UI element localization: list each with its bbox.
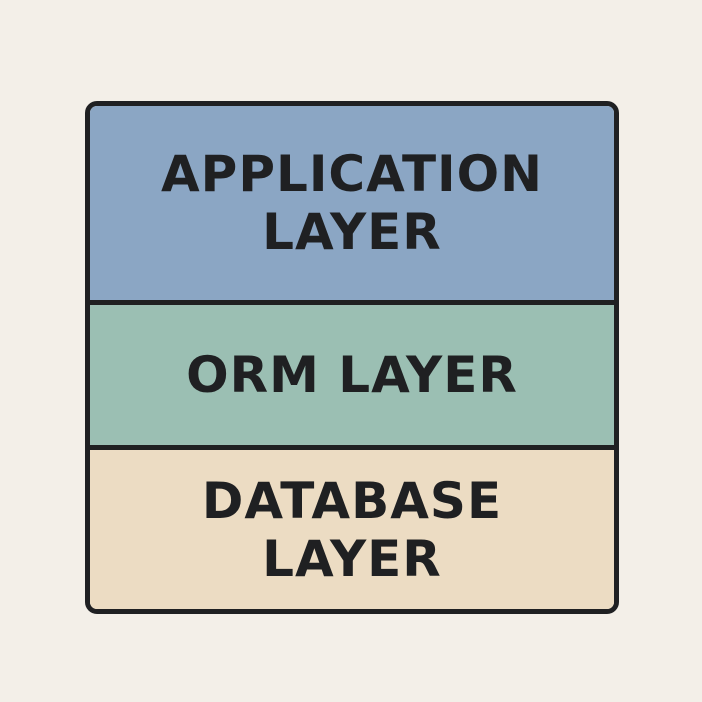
application-layer-label-line2: LAYER [262, 203, 442, 261]
orm-layer-label: ORM LAYER [186, 346, 518, 404]
application-layer-label-line1: APPLICATION [160, 145, 544, 203]
database-layer-label-line2: LAYER [262, 529, 442, 588]
orm-layer: ORM LAYER [90, 300, 614, 450]
database-layer-label-line1: DATABASE [201, 471, 503, 530]
